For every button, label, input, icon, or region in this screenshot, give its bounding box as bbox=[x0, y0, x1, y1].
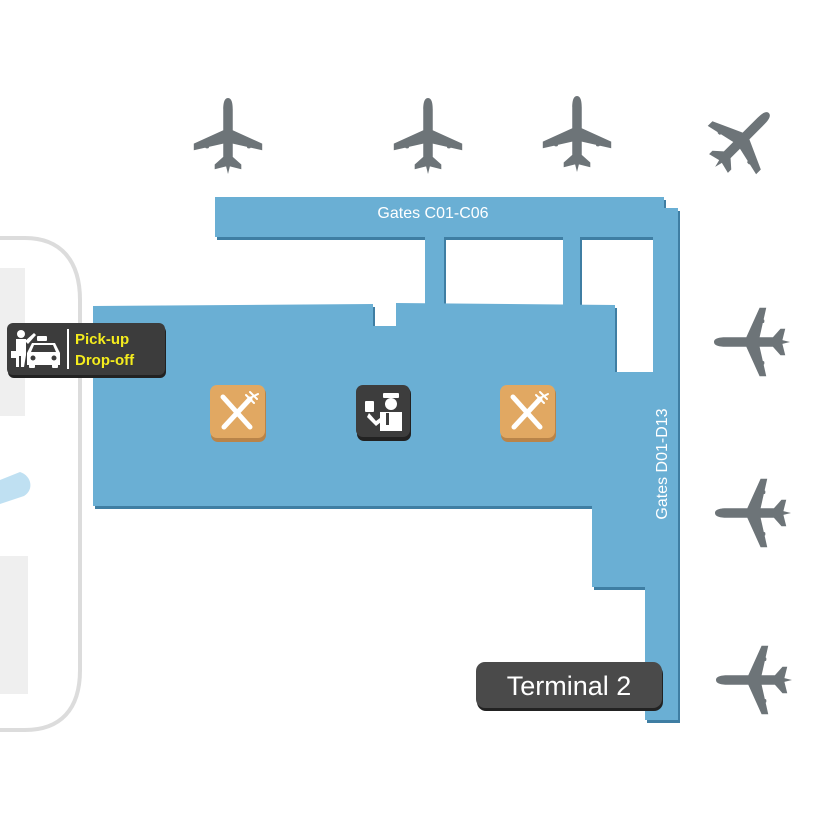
aircraft-icon bbox=[542, 96, 612, 172]
aircraft-icon bbox=[393, 98, 463, 174]
terminal-building bbox=[93, 197, 680, 723]
dropoff-label: Drop-off bbox=[75, 352, 135, 369]
terminal-name-tag: Terminal 2 bbox=[476, 662, 663, 711]
aircraft-icon bbox=[193, 98, 263, 174]
curbside-road bbox=[0, 236, 82, 732]
gates-c-label: Gates C01-C06 bbox=[377, 205, 488, 222]
restaurant-icon[interactable] bbox=[500, 385, 556, 442]
aircraft-icon bbox=[714, 307, 790, 377]
restaurant-icon[interactable] bbox=[210, 385, 266, 442]
aircraft-icon bbox=[715, 478, 791, 548]
pickup-label: Pick-up bbox=[75, 331, 129, 348]
immigration-icon[interactable] bbox=[356, 385, 411, 441]
gates-d-label: Gates D01-D13 bbox=[654, 408, 671, 519]
terminal-title: Terminal 2 bbox=[507, 671, 632, 701]
aircraft-icon bbox=[690, 88, 794, 192]
pickup-dropoff-sign[interactable]: Pick-up Drop-off bbox=[7, 323, 166, 378]
aircraft-icon bbox=[716, 645, 792, 715]
